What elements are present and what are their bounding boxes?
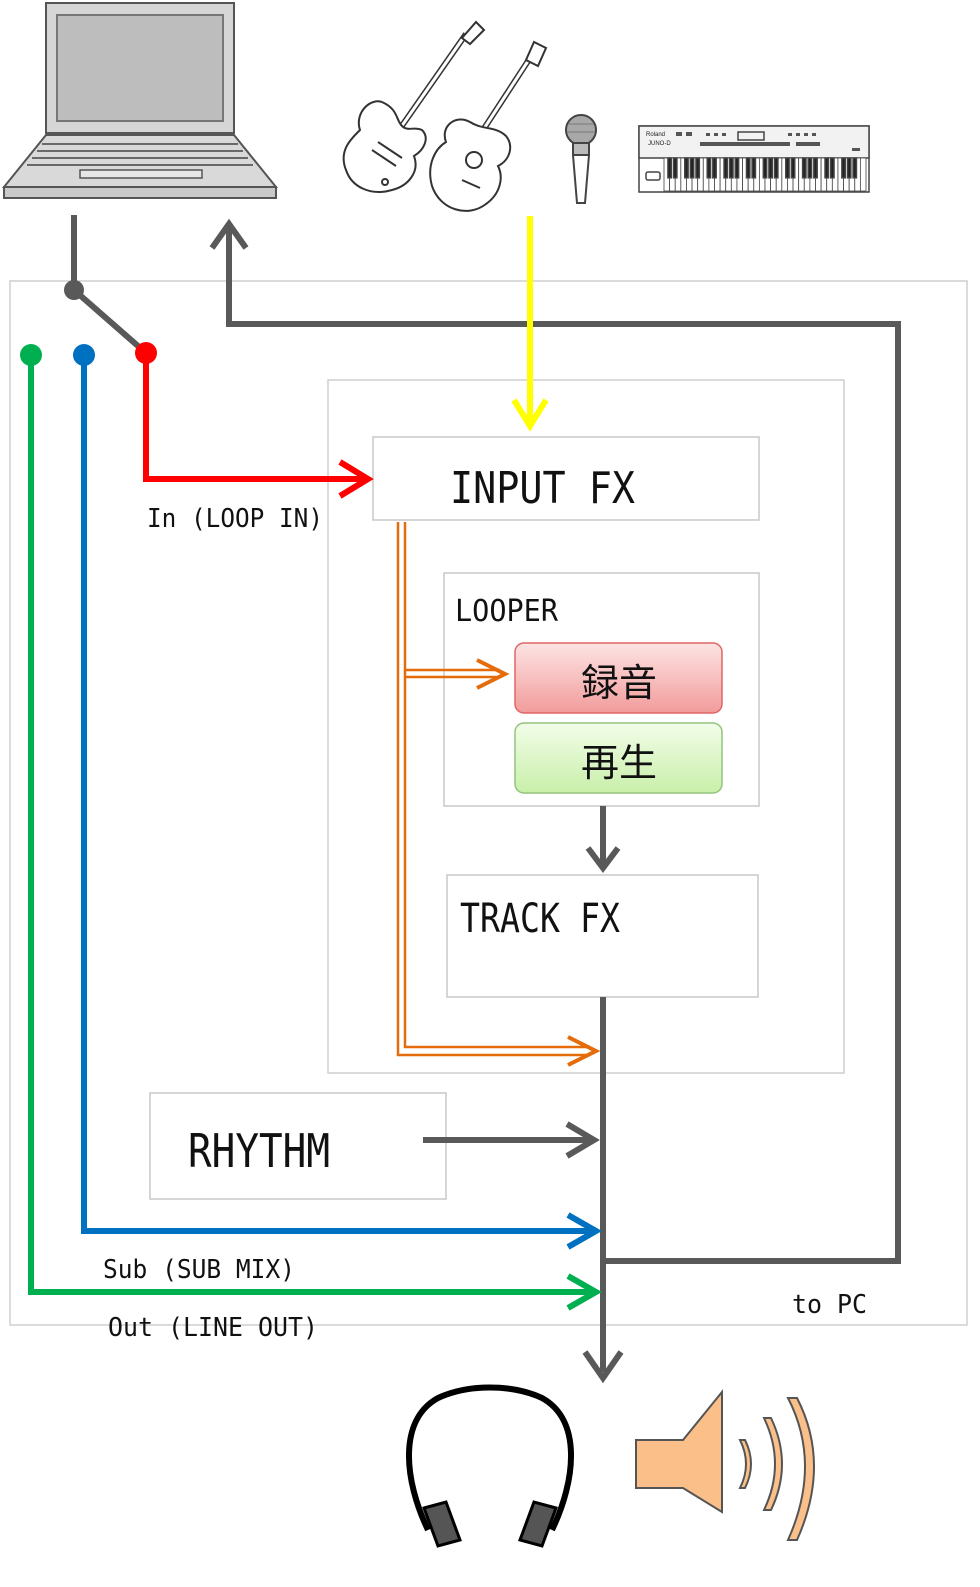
black-key [824, 157, 830, 179]
line-out-line [28, 355, 603, 1311]
instrument-input-line [511, 216, 549, 432]
keyboard-icon: Roland JUNO-D [638, 125, 870, 193]
black-key [829, 157, 835, 179]
loop-in-label: In (LOOP IN) [147, 504, 323, 534]
acoustic-guitar-icon [429, 40, 548, 212]
black-key [751, 157, 757, 179]
speaker-icon [635, 1389, 815, 1541]
laptop-icon [1, 2, 279, 199]
black-key [672, 157, 678, 179]
line-out-jack [20, 344, 42, 366]
black-key [695, 157, 701, 179]
play-box [514, 722, 723, 794]
play-label: 再生 [581, 741, 657, 785]
black-key [841, 157, 846, 179]
input-fx-block: INPUT FX [372, 436, 760, 521]
track-fx-block: TRACK FX [446, 874, 759, 998]
keyboard-brand: Roland [646, 132, 665, 138]
black-key [852, 157, 858, 179]
sub-mix-jack [73, 344, 95, 366]
to-pc-label: to PC [792, 1290, 867, 1320]
record-box [514, 642, 723, 714]
sub-mix-label: Sub (SUB MIX) [103, 1255, 295, 1285]
black-key [689, 157, 695, 179]
sub-mix-line [81, 355, 603, 1250]
electric-guitar-icon [342, 20, 486, 193]
black-key [706, 157, 712, 179]
keyboard-keys [663, 157, 867, 192]
switch-pivot [64, 280, 84, 300]
keyboard-model: JUNO-D [648, 141, 671, 147]
looper-path-lines [396, 522, 601, 1067]
black-key [734, 157, 740, 179]
record-label: 録音 [581, 661, 657, 705]
black-key [846, 157, 852, 179]
headphones-icon [406, 1384, 574, 1548]
black-key [712, 157, 717, 179]
track-fx-label: TRACK FX [460, 896, 620, 942]
effects-frame [327, 379, 845, 1074]
looper-label: LOOPER [455, 594, 559, 629]
black-key [684, 157, 689, 179]
rhythm-label: RHYTHM [188, 1124, 330, 1178]
looper-block: LOOPER 録音 再生 [443, 572, 760, 807]
device-frame [9, 280, 968, 1326]
black-key [773, 157, 779, 179]
black-key [762, 157, 768, 179]
black-key [790, 157, 796, 179]
loop-in-line [143, 353, 374, 499]
main-signal-lines [71, 215, 901, 1384]
black-key [667, 157, 673, 179]
black-key [785, 157, 790, 179]
black-key [813, 157, 818, 179]
input-fx-label: INPUT FX [450, 463, 635, 514]
black-key [723, 157, 729, 179]
black-key [801, 157, 807, 179]
microphone-icon [565, 114, 597, 204]
line-out-label: Out (LINE OUT) [108, 1313, 318, 1343]
loop-in-jack [135, 342, 157, 364]
black-key [745, 157, 751, 179]
black-key [807, 157, 813, 179]
rhythm-block: RHYTHM [149, 1092, 447, 1200]
white-key [859, 157, 867, 192]
black-key [728, 157, 734, 179]
black-key [768, 157, 774, 179]
